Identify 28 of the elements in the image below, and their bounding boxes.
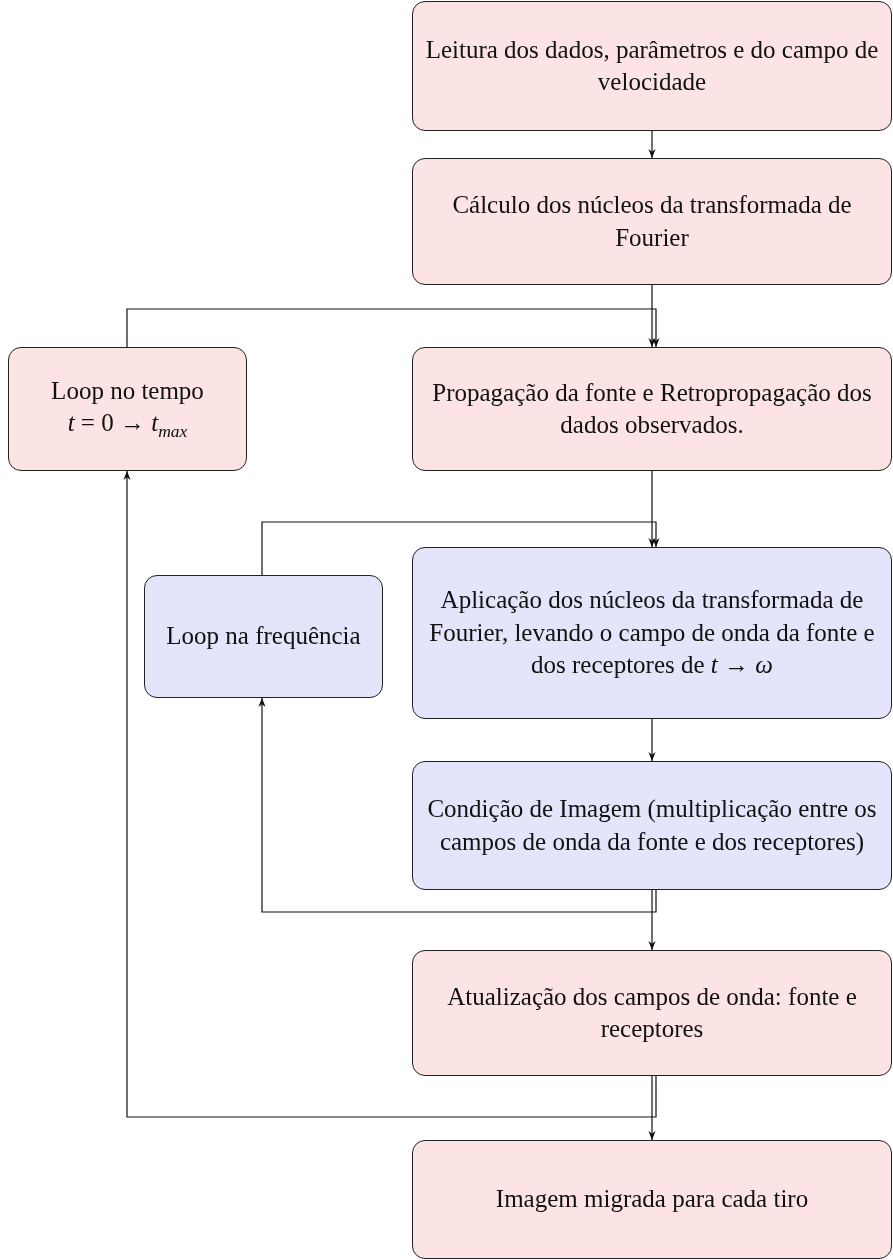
box-text: Condição de Imagem (multiplicação entre os campos de onda da fonte e dos receptores) — [426, 794, 878, 857]
box-text: Aplicação dos núcleos da transformada de Fourier, levando o campo de onda da fonte e dos receptores de t → ω — [428, 585, 876, 681]
process-box — [412, 158, 892, 285]
arrow — [648, 284, 656, 348]
arrow — [648, 470, 656, 548]
box-text: Loop na frequência — [166, 621, 361, 652]
arrow — [648, 889, 656, 951]
arrow — [648, 130, 656, 159]
box-text: Atualização dos campos de onda: fonte e receptores — [446, 981, 858, 1044]
box-text: Propagação da fonte e Retropropagação dos dados observados. — [431, 377, 873, 440]
box-text: Leitura dos dados, parâmetros e do campo de velocidade — [424, 34, 880, 97]
process-box — [412, 547, 892, 719]
process-box — [412, 1140, 892, 1259]
arrow — [126, 308, 660, 348]
process-box — [8, 347, 247, 471]
process-box — [412, 761, 892, 890]
arrow — [648, 1075, 656, 1141]
process-box — [144, 575, 383, 698]
process-box — [412, 950, 892, 1076]
process-box — [412, 1, 892, 131]
arrow — [261, 521, 660, 576]
arrow — [123, 470, 657, 1118]
box-text: Loop no tempo — [51, 375, 204, 406]
box-text: Imagem migrada para cada tiro — [495, 1184, 809, 1215]
arrow — [648, 718, 656, 762]
box-text: t = 0 → t$_{max}$ — [67, 408, 188, 444]
process-box — [412, 347, 892, 471]
box-text: Cálculo dos núcleos da transformada de Fourier — [451, 190, 853, 253]
